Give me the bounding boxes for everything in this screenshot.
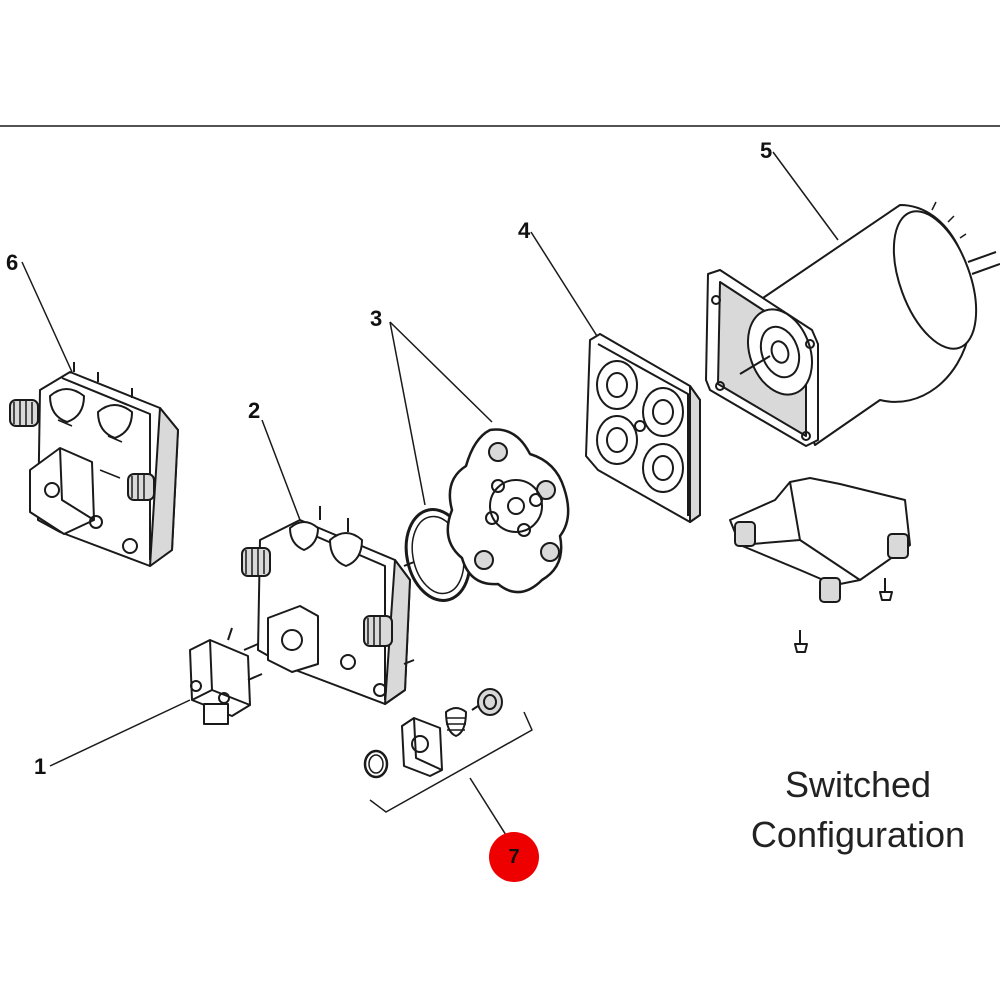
callout-4: 4 [518, 218, 531, 243]
caption-line-1: Switched [784, 764, 932, 805]
part-4-valve-plate [585, 333, 701, 523]
callout-5: 5 [760, 138, 773, 163]
part-2-housing [241, 506, 415, 705]
part-6-pump-head [9, 362, 179, 567]
part-5-motor [705, 201, 1000, 447]
callout-2: 2 [248, 398, 261, 423]
configuration-caption: Switched Configuration [728, 760, 988, 861]
caption-line-2: Configuration [750, 814, 966, 856]
callout-7-badge: 7 [489, 832, 539, 882]
diaphragm [446, 428, 570, 594]
part-1-switch-block [189, 627, 263, 725]
part-3-oring-diaphragm [404, 428, 570, 602]
leader-lines [21, 151, 839, 844]
kit-bracket [369, 711, 533, 813]
callout-3: 3 [370, 306, 383, 331]
callout-6: 6 [6, 250, 19, 275]
mounting-bracket [729, 477, 911, 653]
callout-1: 1 [34, 754, 47, 779]
part-7-kit-components [363, 688, 533, 813]
